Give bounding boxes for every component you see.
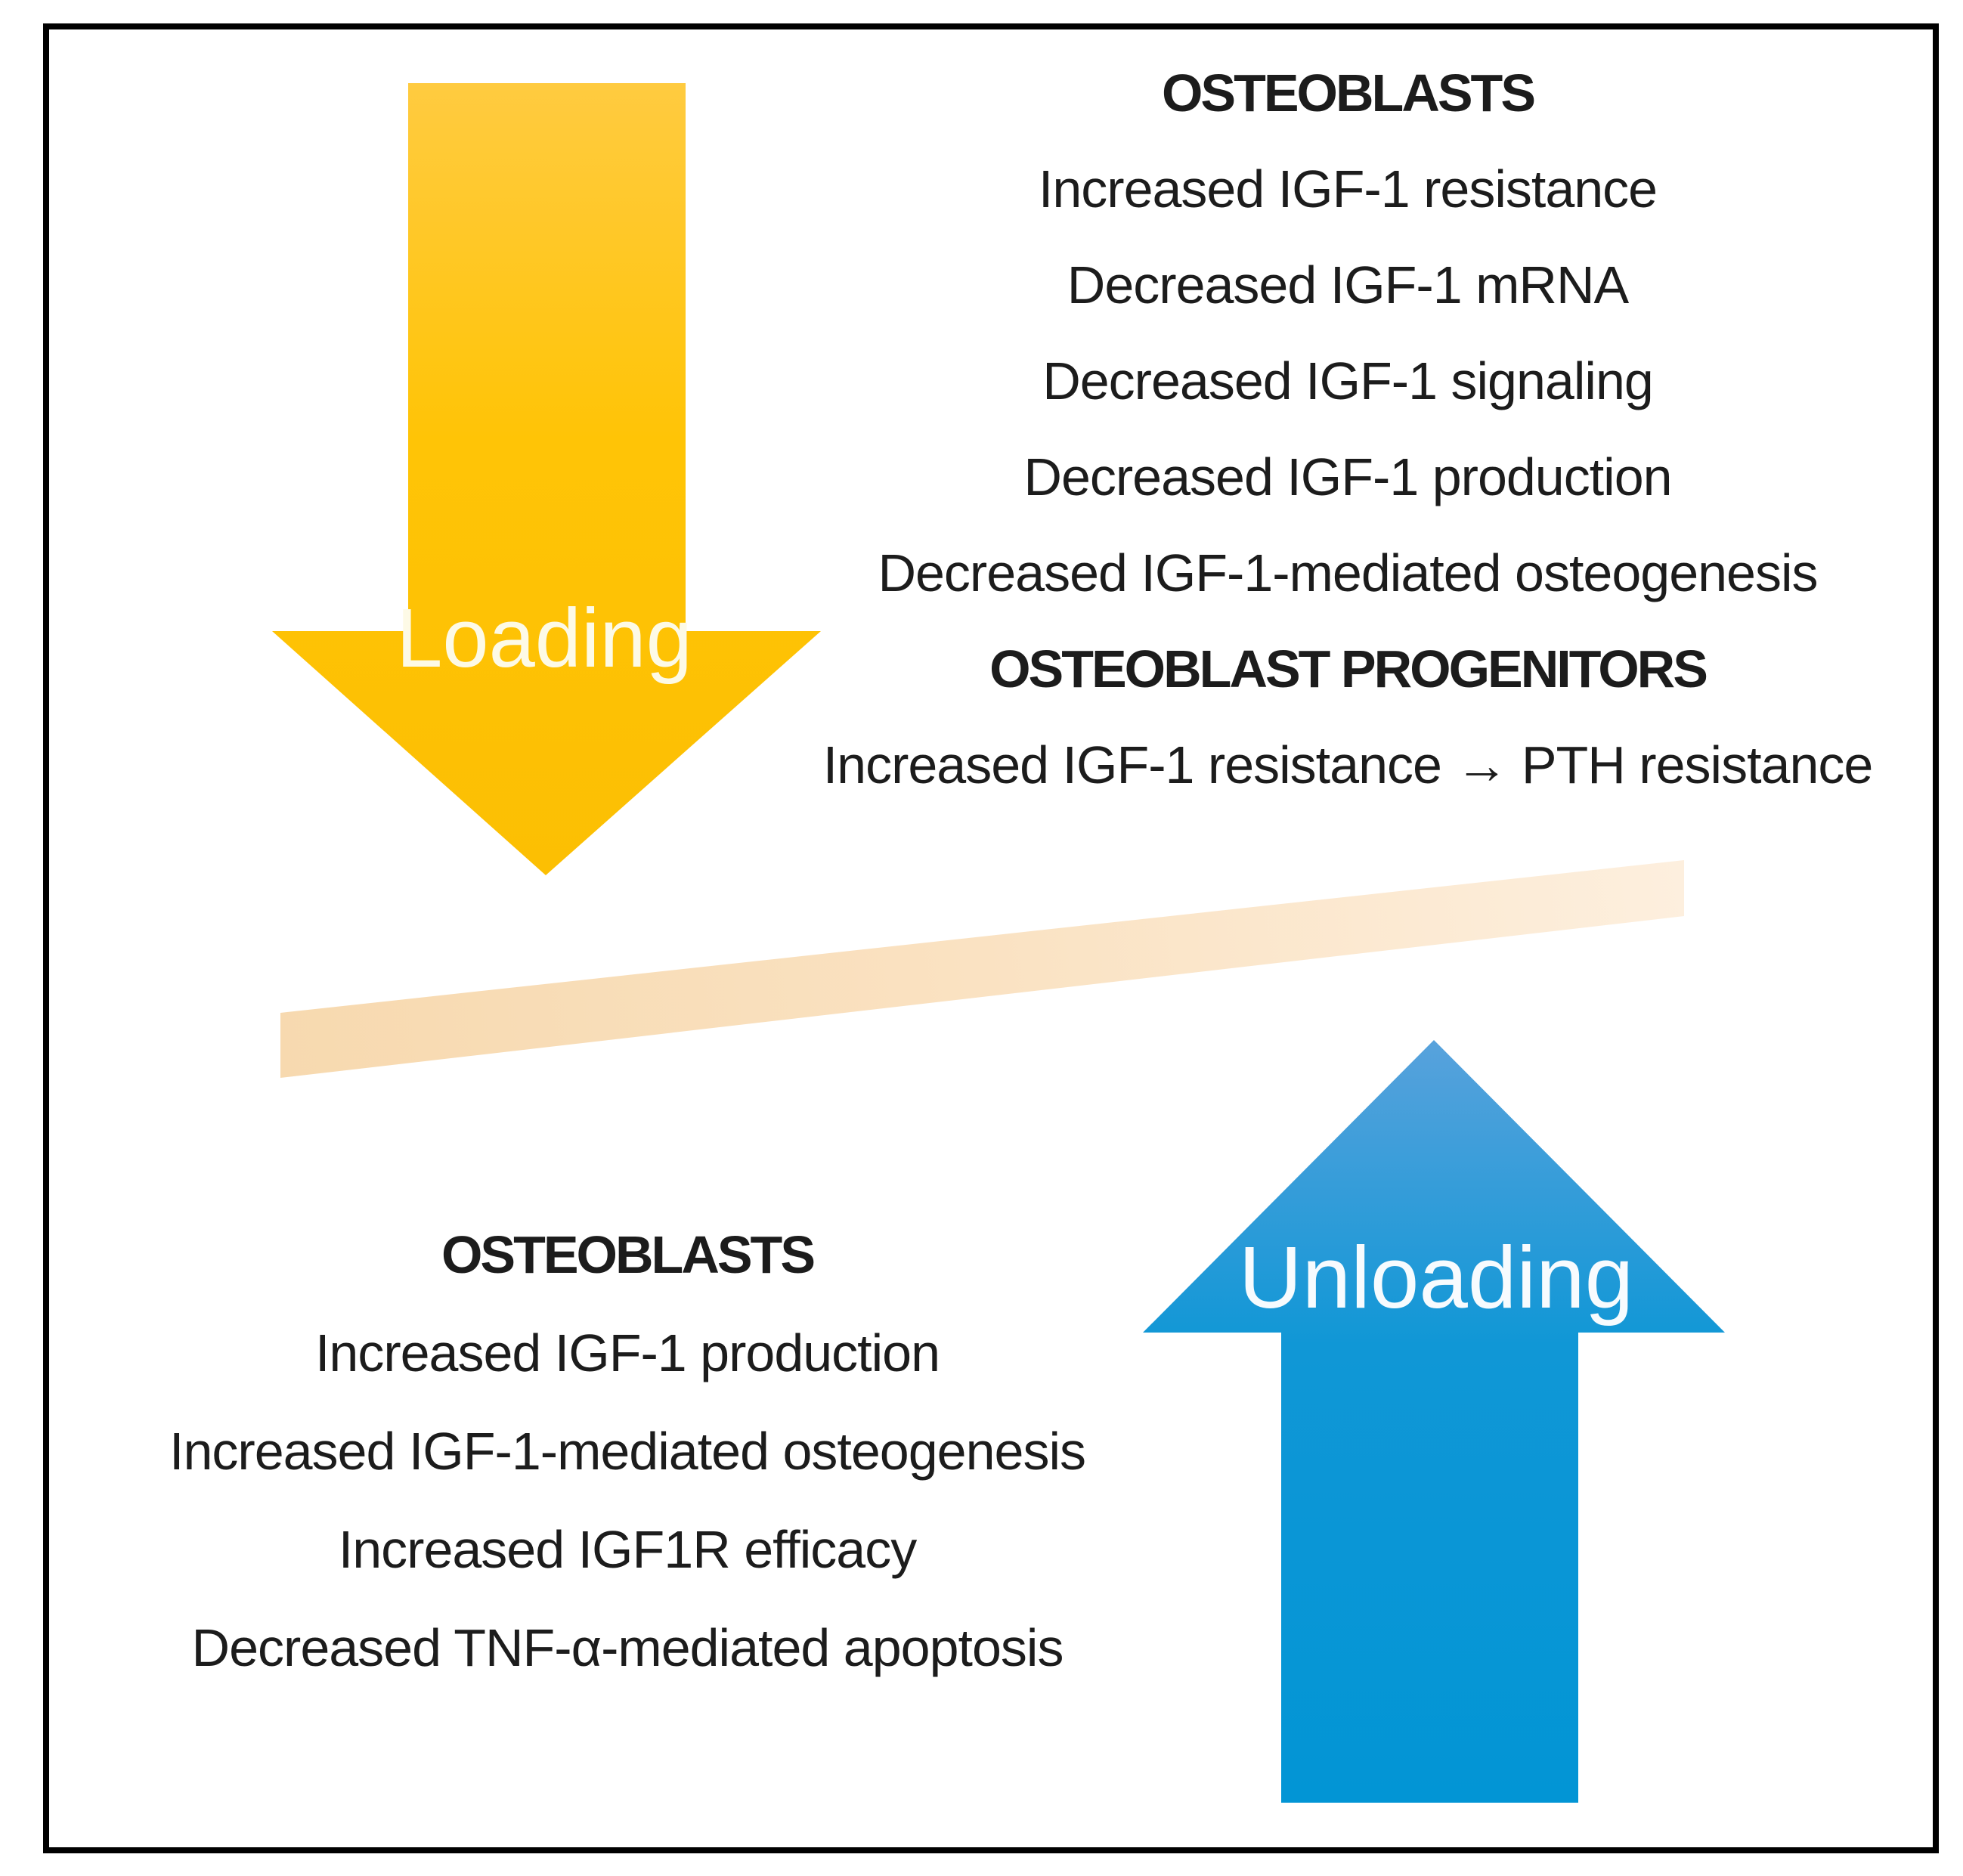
beam-shape [280, 860, 1684, 1078]
text-line: OSTEOBLASTS [1161, 63, 1536, 122]
text-line: Increased IGF-1-mediated osteogenesis [169, 1422, 1086, 1481]
text-line: Decreased TNF-α-mediated apoptosis [191, 1618, 1064, 1677]
loading-arrow-shape [272, 83, 821, 875]
text-line: OSTEOBLAST PROGENITORS [989, 639, 1708, 698]
text-line: Increased IGF1R efficacy [338, 1520, 918, 1579]
text-line: OSTEOBLASTS [441, 1225, 816, 1284]
loading-arrow-label: Loading [396, 592, 692, 685]
text-line: Decreased IGF-1 production [1023, 447, 1672, 506]
text-line: Decreased IGF-1 mRNA [1067, 255, 1629, 314]
figure-frame [43, 23, 1939, 1853]
unloading-arrow-shape [1143, 1040, 1725, 1803]
unloading-arrow-label: Unloading [1238, 1228, 1634, 1327]
text-line: Decreased IGF-1-mediated osteogenesis [878, 543, 1818, 602]
text-line: Increased IGF-1 production [314, 1323, 940, 1382]
text-line: Increased IGF-1 resistance [1038, 159, 1658, 218]
text-line: Decreased IGF-1 signaling [1042, 351, 1654, 410]
text-line: Increased IGF-1 resistance → PTH resista… [822, 735, 1874, 794]
